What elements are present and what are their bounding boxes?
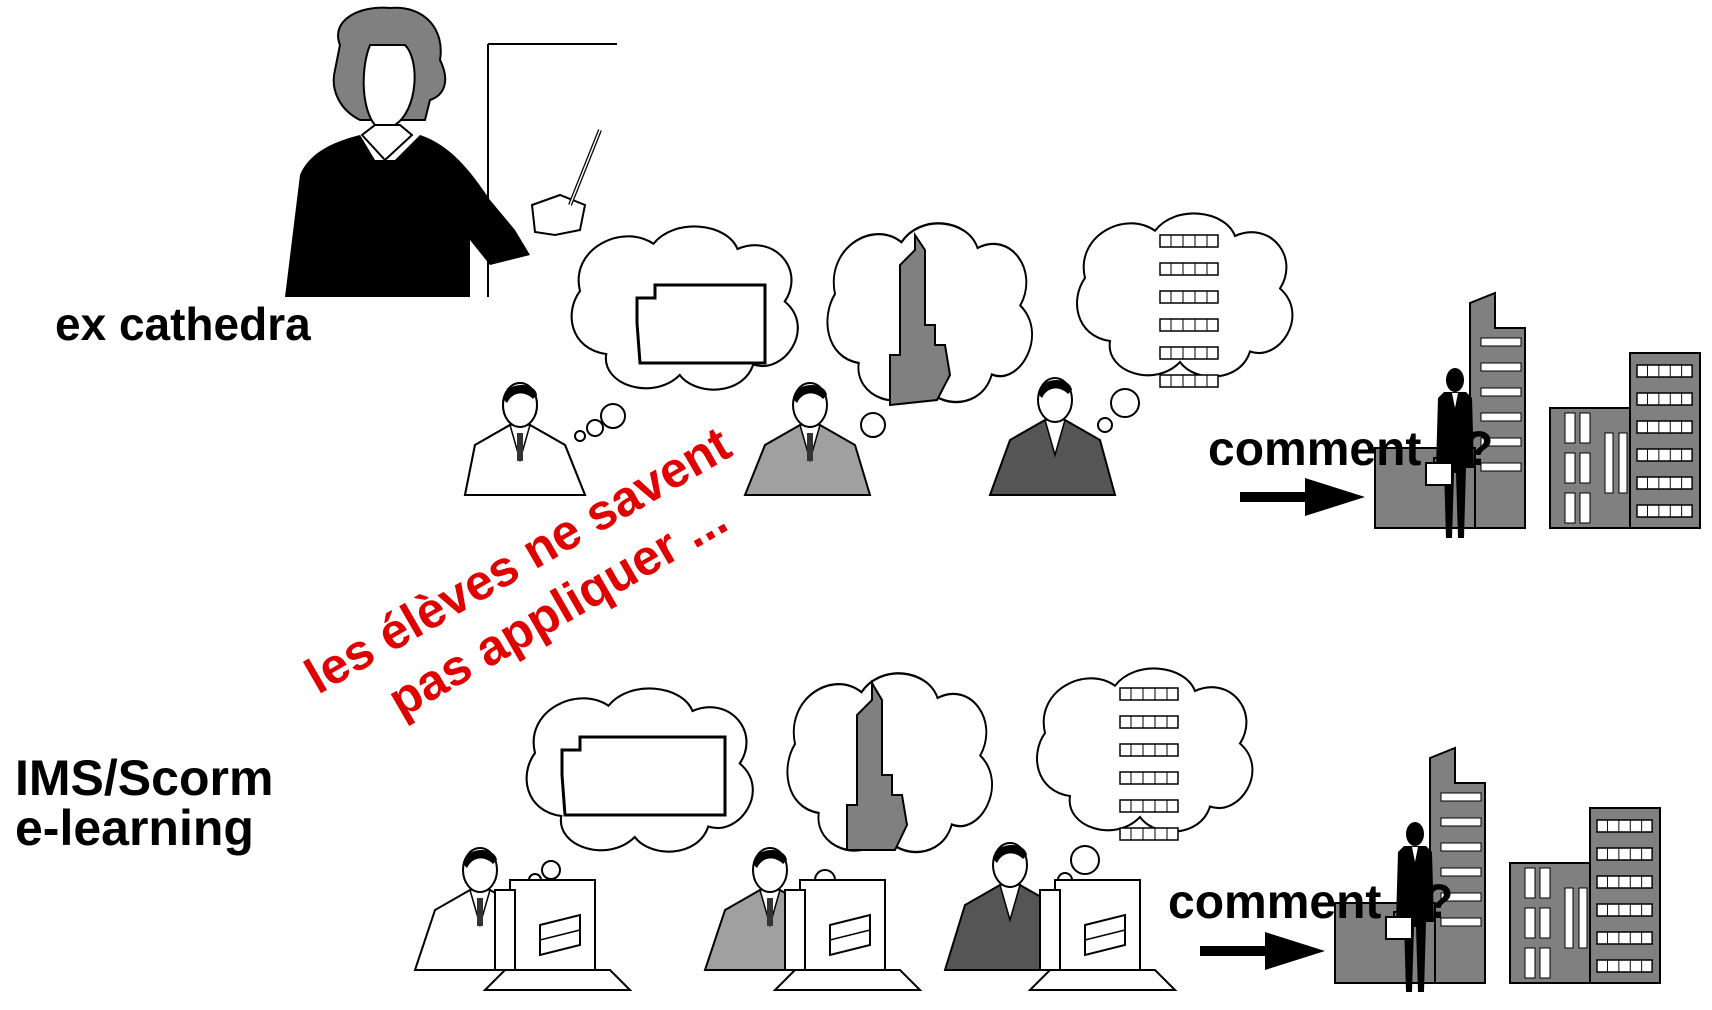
- student-light-top: [463, 382, 587, 496]
- label-ex-cathedra: ex cathedra: [55, 298, 311, 350]
- thought-cloud-section-bottom: [786, 672, 994, 891]
- thought-cloud-elevation-bottom: [1035, 667, 1254, 888]
- thought-cloud-plan-top: [570, 225, 799, 442]
- thought-cloud-section-top: [826, 222, 1034, 438]
- student-mid-top: [743, 382, 872, 496]
- student-mid-computer: [703, 847, 921, 991]
- thought-cloud-plan-bottom: [525, 687, 754, 887]
- city-buildings-bottom: [1335, 748, 1660, 983]
- arrow-bottom: [1200, 932, 1325, 970]
- label-e-learning: e-learning: [15, 800, 254, 856]
- student-light-computer: [413, 847, 631, 991]
- thought-cloud-elevation-top: [1075, 212, 1294, 433]
- arrow-top: [1240, 478, 1365, 516]
- student-dark-top: [988, 377, 1117, 496]
- teacher-illustration: [285, 6, 617, 297]
- label-ims-scorm: IMS/Scorm: [15, 750, 273, 806]
- city-buildings-top: [1375, 293, 1700, 528]
- student-dark-computer: [943, 842, 1176, 991]
